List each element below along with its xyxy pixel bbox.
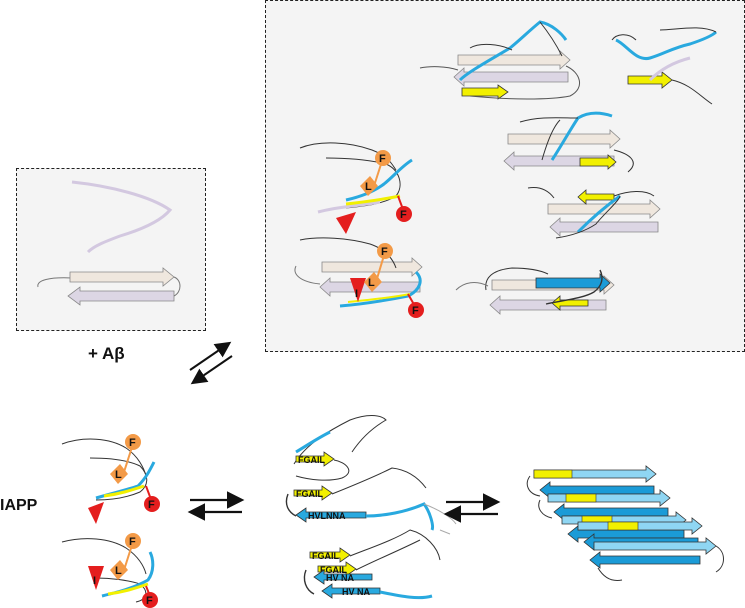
residue-i-triangle — [350, 278, 366, 302]
abeta-monomer — [37, 180, 181, 306]
residue-f-label: F — [400, 209, 407, 221]
abeta-monomer-panel — [16, 168, 206, 331]
hv-na-label: HV NA — [342, 587, 371, 597]
residue-l-label: L — [115, 469, 122, 481]
residue-f-label: F — [129, 437, 136, 449]
complex-g — [455, 267, 615, 315]
oligomer-hairpin-middle: FGAIL HVLNNA — [285, 467, 457, 535]
residue-i-label: I — [93, 575, 96, 587]
residue-f-circle-red — [408, 302, 424, 318]
residue-f-circle-orange — [375, 150, 391, 166]
abeta-loop — [37, 277, 73, 288]
residue-f-label: F — [148, 499, 155, 511]
residue-l-label: L — [115, 565, 122, 577]
residue-f-circle-red — [396, 206, 412, 222]
abeta-strand-lower — [67, 286, 175, 306]
residue-l-label: L — [368, 277, 375, 289]
oligomer-hairpin-top: FGAIL — [293, 415, 387, 481]
complex-e — [527, 187, 661, 239]
equilibrium-arrows-right — [443, 493, 501, 523]
iapp-monomer-upper: F L F — [61, 434, 160, 524]
complex-c: F L F — [299, 142, 413, 234]
residue-l-diamond — [360, 176, 378, 196]
complex-f: F L I F — [294, 237, 424, 318]
complex-a — [419, 20, 580, 100]
residue-f-circle-orange — [377, 243, 393, 259]
fibril-layer-5 — [589, 537, 717, 569]
equilibrium-arrows-diagonal — [189, 341, 233, 385]
fgail-label: FGAIL — [298, 455, 325, 465]
amyloid-fibril — [526, 465, 724, 581]
fgail-label: FGAIL — [312, 551, 339, 561]
fibril-layer-2 — [547, 489, 671, 521]
hv-na-label: HV NA — [326, 573, 355, 583]
residue-f-label: F — [381, 246, 388, 258]
residue-f-label: F — [146, 595, 153, 607]
fibril-layer-1 — [533, 465, 657, 499]
iapp-monomer-lower: F L I F — [61, 533, 158, 608]
complex-b — [611, 27, 718, 105]
residue-f-label: F — [412, 305, 419, 317]
residue-i-triangle — [336, 212, 356, 234]
fgail-label: FGAIL — [320, 565, 347, 575]
iapp-label: IAPP — [0, 497, 38, 514]
residue-f-label: F — [379, 153, 386, 165]
residue-l-diamond — [364, 272, 382, 292]
abeta-strand-upper — [69, 267, 175, 287]
residue-l-label: L — [365, 181, 372, 193]
oligomer-stack-bottom: FGAIL FGAIL HV NA HV NA — [303, 529, 441, 600]
complex-d — [503, 111, 634, 173]
fgail-label: FGAIL — [296, 489, 323, 499]
residue-f-label: F — [129, 536, 136, 548]
plus-abeta-label: + Aβ — [88, 344, 125, 363]
equilibrium-arrows-left — [187, 491, 245, 521]
abeta-coil — [71, 180, 173, 254]
residue-i-label: I — [355, 288, 358, 300]
hvlnna-label: HVLNNA — [308, 511, 346, 521]
